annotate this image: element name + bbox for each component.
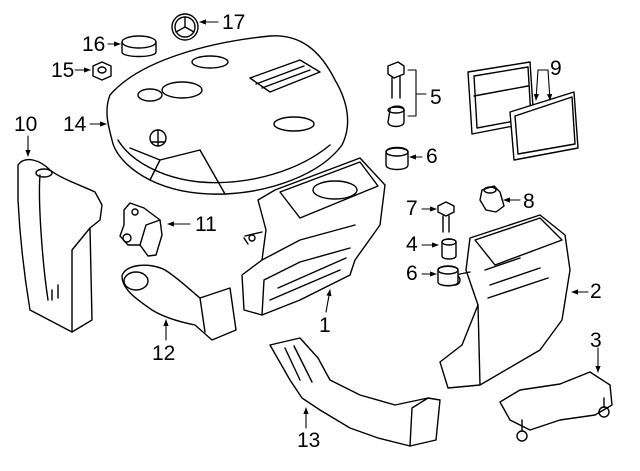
callout-13: 13 <box>297 429 321 452</box>
grommet-upper-part <box>385 146 409 171</box>
bracket-part <box>119 202 163 257</box>
callout-6-lower: 6 <box>406 262 418 285</box>
callout-16: 16 <box>82 33 106 56</box>
callout-11: 11 <box>195 213 217 236</box>
callout-5: 5 <box>430 86 442 109</box>
engine-cover-part <box>106 35 349 195</box>
side-duct-part <box>17 158 103 333</box>
bolt-part <box>387 61 405 128</box>
callout-6-upper: 6 <box>426 145 438 168</box>
nut-part <box>92 61 112 81</box>
spacer-part <box>441 238 457 260</box>
callout-9: 9 <box>550 57 562 80</box>
lower-duct-part <box>269 337 441 447</box>
callout-7: 7 <box>406 197 418 220</box>
callout-15: 15 <box>51 59 75 82</box>
callout-14: 14 <box>63 113 87 136</box>
air-filter-housing-left-part <box>241 157 386 316</box>
callout-17: 17 <box>222 11 246 34</box>
emblem-part <box>171 13 199 41</box>
intake-elbow-part <box>121 264 237 341</box>
grommet-lower-part <box>437 265 459 287</box>
leader-lines <box>25 19 601 429</box>
callout-8: 8 <box>523 190 535 213</box>
callout-2: 2 <box>590 280 602 303</box>
callout-1: 1 <box>319 314 331 337</box>
bolt-small-part <box>437 201 455 233</box>
callout-12: 12 <box>152 342 176 365</box>
cap-part <box>121 35 157 58</box>
filter-element-part <box>467 61 579 161</box>
callout-4: 4 <box>406 233 418 256</box>
callout-10: 10 <box>14 113 38 136</box>
mount-bracket-part <box>499 371 613 442</box>
callout-3: 3 <box>590 329 602 352</box>
sensor-part <box>479 185 505 213</box>
air-filter-housing-right-part <box>439 214 571 389</box>
